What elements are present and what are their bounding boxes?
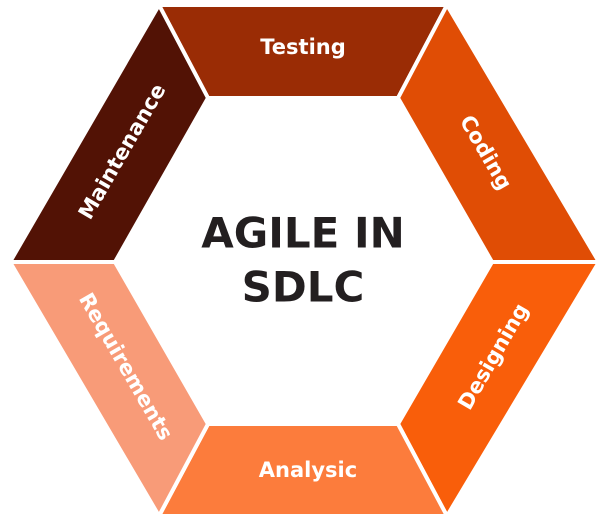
segment-maintenance: Maintenance (8, 3, 210, 264)
center-title: AGILE IN SDLC (201, 209, 404, 312)
segment-requirements-shape (8, 260, 210, 518)
segment-requirements: Requirements (8, 260, 210, 518)
segment-coding-shape (396, 3, 601, 264)
center-title-line1: AGILE IN (201, 209, 404, 258)
segment-analysic: Analysic (157, 422, 449, 518)
segment-coding: Coding (396, 3, 601, 264)
segment-maintenance-shape (8, 3, 210, 264)
center-title-line2: SDLC (242, 263, 365, 312)
segment-testing-label: Testing (260, 35, 346, 59)
segment-analysic-label: Analysic (259, 458, 357, 482)
